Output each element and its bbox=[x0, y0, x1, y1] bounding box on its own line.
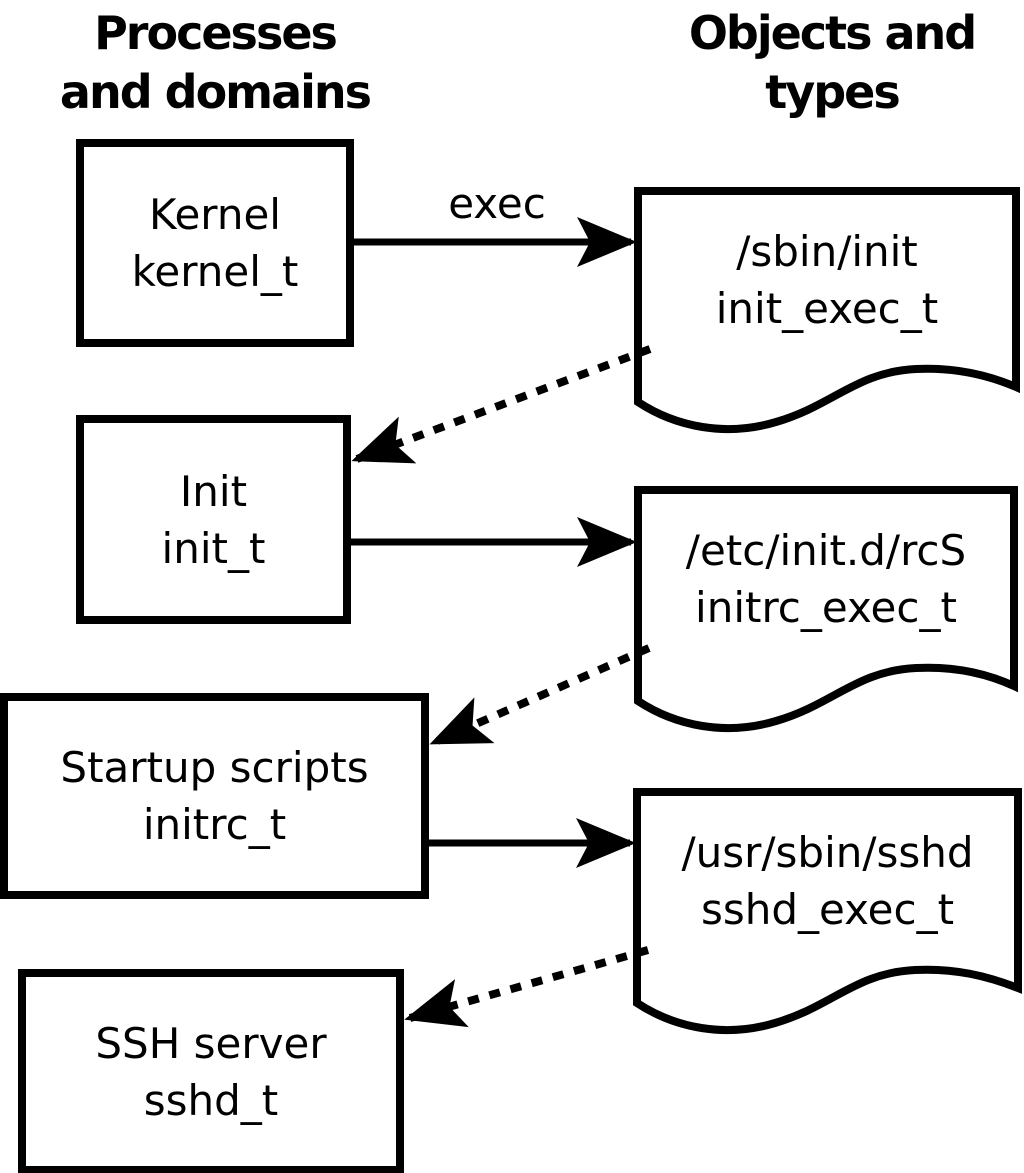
etc-initd-rcs-doc-label: /etc/init.d/rcS initrc_exec_t bbox=[638, 490, 1014, 668]
sbin-init-path: /sbin/init bbox=[736, 227, 918, 276]
document-shape-usr-sbin-sshd bbox=[633, 788, 1022, 1035]
transition-arrow-init-exec-to-init bbox=[351, 345, 652, 464]
startup-scripts-box-label: Startup scripts initrc_t bbox=[4, 697, 425, 895]
transition-arrow-initrc-exec-to-initrc bbox=[429, 644, 651, 746]
document-shape-etc-initd-rcs bbox=[634, 486, 1018, 733]
ssh-server-box-label: SSH server sshd_t bbox=[22, 973, 400, 1170]
kernel-process-name: Kernel bbox=[149, 190, 281, 239]
init-domain-type: init_t bbox=[161, 523, 266, 573]
transition-arrow-sshd-exec-to-sshd bbox=[404, 946, 650, 1028]
ssh-server-domain-type: sshd_t bbox=[143, 1075, 279, 1125]
ssh-server-process-name: SSH server bbox=[95, 1018, 327, 1068]
document-shape-sbin-init bbox=[634, 187, 1020, 434]
etc-initd-rcs-type: initrc_exec_t bbox=[695, 583, 957, 632]
sbin-init-type: init_exec_t bbox=[715, 284, 939, 333]
init-process-name: Init bbox=[179, 466, 248, 516]
objects-header-line2: types bbox=[765, 65, 900, 119]
usr-sbin-sshd-doc-label: /usr/sbin/sshd sshd_exec_t bbox=[637, 792, 1018, 970]
startup-scripts-process-name: Startup scripts bbox=[60, 743, 369, 792]
etc-initd-rcs-path: /etc/init.d/rcS bbox=[685, 526, 967, 575]
kernel-box bbox=[76, 139, 354, 347]
init-box bbox=[76, 415, 351, 624]
startup-scripts-box bbox=[0, 693, 429, 899]
objects-header-line1: Objects and bbox=[688, 6, 977, 60]
objects-column-header: Objects and types bbox=[640, 4, 1024, 122]
kernel-box-label: Kernel kernel_t bbox=[80, 143, 350, 343]
init-box-label: Init init_t bbox=[80, 419, 347, 620]
usr-sbin-sshd-type: sshd_exec_t bbox=[700, 885, 955, 934]
processes-header-line2: and domains bbox=[59, 65, 372, 119]
usr-sbin-sshd-path: /usr/sbin/sshd bbox=[681, 828, 974, 877]
exec-arrow-label: exec bbox=[448, 179, 546, 228]
startup-scripts-domain-type: initrc_t bbox=[142, 800, 287, 849]
sbin-init-doc-label: /sbin/init init_exec_t bbox=[638, 191, 1016, 369]
processes-header-line1: Processes bbox=[94, 6, 338, 60]
processes-column-header: Processes and domains bbox=[15, 4, 415, 122]
kernel-domain-type: kernel_t bbox=[131, 247, 299, 296]
ssh-server-box bbox=[18, 969, 404, 1173]
